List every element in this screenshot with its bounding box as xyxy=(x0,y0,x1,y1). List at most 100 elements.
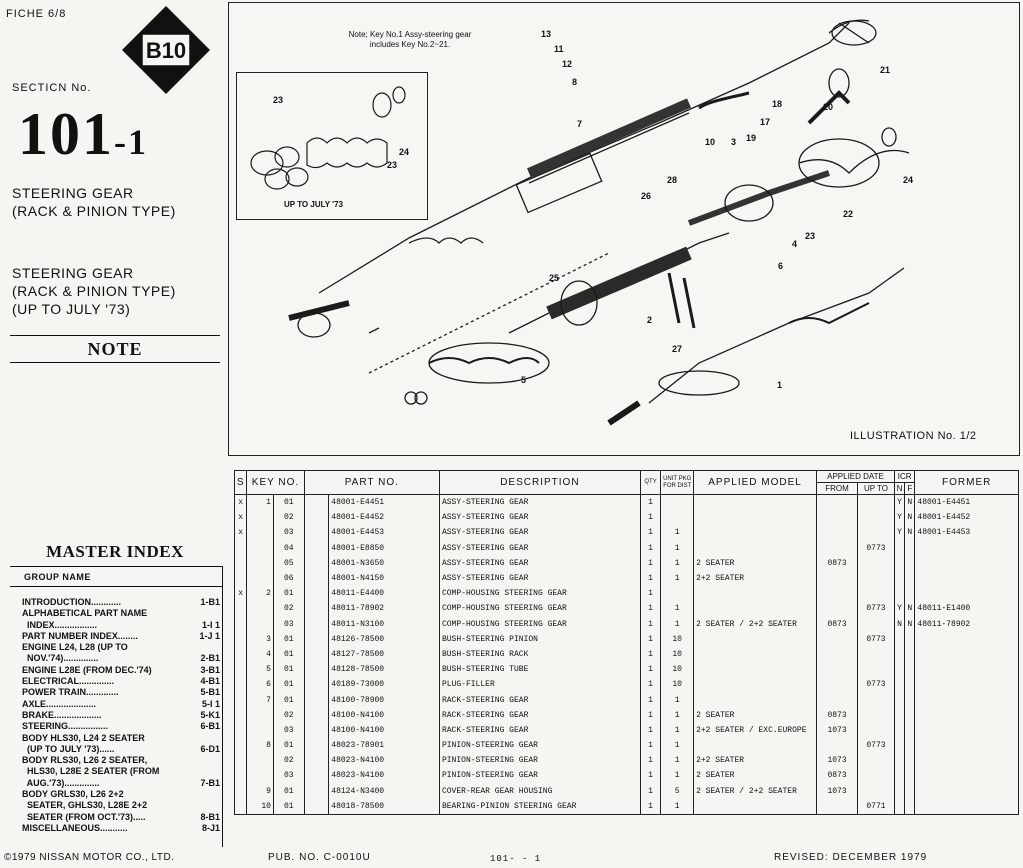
row-part-no: 48011-N3100 xyxy=(328,616,440,632)
row-key-sub: 01 xyxy=(272,798,305,815)
parts-table-subheader: FROM UP TO N F xyxy=(235,482,1019,495)
group-index-name: HLS30, L28E 2 SEATER (FROM xyxy=(22,766,160,777)
row-key-sub: 02 xyxy=(272,601,305,617)
group-index-item: ELECTRICAL..............4-B1 xyxy=(22,676,220,687)
callout-24: 24 xyxy=(903,175,913,185)
row-icr-n xyxy=(893,631,906,647)
row-s-mark xyxy=(233,707,248,723)
group-index-item: NOV.'74)..............2-B1 xyxy=(22,653,220,664)
group-index-name: BODY HLS30, L24 2 SEATER xyxy=(22,732,145,743)
row-key-no xyxy=(246,616,274,632)
row-description: RACK-STEERING GEAR xyxy=(438,707,641,723)
row-part-gap xyxy=(303,768,330,784)
row-unit-pkg: 5 xyxy=(660,783,695,799)
row-part-no: 48001-N4150 xyxy=(328,570,440,587)
group-index-page: 1-J 1 xyxy=(199,630,220,641)
col-icr-n: N xyxy=(893,482,906,495)
row-former xyxy=(914,586,1019,602)
row-description: COVER-REAR GEAR HOUSING xyxy=(438,783,641,799)
model-diamond-badge: B10 xyxy=(122,6,210,94)
row-unit-pkg: 1 xyxy=(660,692,695,708)
row-up-to: 0773 xyxy=(857,738,895,754)
group-index-page: 4-B1 xyxy=(200,676,220,687)
group-index-page: 2-B1 xyxy=(200,653,220,664)
row-from xyxy=(816,677,859,693)
row-unit-pkg: 1 xyxy=(660,540,695,556)
row-unit-pkg: 10 xyxy=(660,662,695,678)
callout-labels: 1 2 3 4 5 6 7 8 10 11 12 13 17 18 19 20 … xyxy=(521,29,913,390)
row-qty: 1 xyxy=(639,753,662,769)
row-qty: 1 xyxy=(639,692,662,708)
master-index-title: MASTER INDEX xyxy=(46,542,184,561)
row-applied-model xyxy=(693,540,818,556)
group-index-item: INTRODUCTION............1-B1 xyxy=(22,597,220,608)
row-part-no: 48001-E4452 xyxy=(328,510,440,526)
inset-boot-drawing: 23 23 24 xyxy=(250,86,409,190)
footer-pub-no: PUB. NO. C-0010U xyxy=(268,852,371,863)
row-unit-pkg: 1 xyxy=(660,555,695,571)
row-s-mark xyxy=(233,677,248,693)
row-icr-f xyxy=(904,555,916,571)
row-description: ASSY-STEERING GEAR xyxy=(438,510,641,526)
row-s-mark xyxy=(233,631,248,647)
row-from xyxy=(816,631,859,647)
row-key-no: 2 xyxy=(246,586,274,602)
steering-gear-exploded-drawing: 1 2 3 4 5 6 7 8 10 11 12 13 17 18 19 20 … xyxy=(288,19,913,426)
group-index-name: MISCELLANEOUS........... xyxy=(22,822,128,833)
group-index-name: ENGINE L24, L28 (UP TO xyxy=(22,642,128,653)
group-index-item: PART NUMBER INDEX........1-J 1 xyxy=(22,631,220,642)
row-applied-model xyxy=(693,586,818,602)
row-key-sub: 03 xyxy=(272,525,305,541)
row-description: ASSY-STEERING GEAR xyxy=(438,525,641,541)
row-part-gap xyxy=(303,586,330,602)
group-index-item: BRAKE...................5-K1 xyxy=(22,710,220,721)
illustration-note: Note; Key No.1 Assy-steering gear includ… xyxy=(330,30,490,50)
row-former: 48001-E4453 xyxy=(914,525,1019,541)
section-number: 101-1 xyxy=(18,100,148,169)
group-index-item: STEERING................6-B1 xyxy=(22,721,220,732)
group-index-item: (UP TO JULY '73)......6-D1 xyxy=(22,744,220,755)
row-icr-f: N xyxy=(904,510,916,526)
row-from xyxy=(816,494,859,511)
row-description: BEARING-PINION STEERING GEAR xyxy=(438,798,641,815)
group-index-page: 8-B1 xyxy=(200,811,220,822)
row-description: RACK-STEERING GEAR xyxy=(438,722,641,738)
row-from xyxy=(816,798,859,815)
row-up-to xyxy=(857,692,895,708)
row-applied-model: 2+2 SEATER xyxy=(693,753,818,769)
row-description: BUSH-STEERING PINION xyxy=(438,631,641,647)
row-former xyxy=(914,707,1019,723)
row-description: PINION-STEERING GEAR xyxy=(438,738,641,754)
group-index-name: (UP TO JULY '73)...... xyxy=(22,743,115,754)
row-part-gap xyxy=(303,692,330,708)
row-qty: 1 xyxy=(639,586,662,602)
row-key-sub: 04 xyxy=(272,540,305,556)
row-unit-pkg: 1 xyxy=(660,616,695,632)
group-index-name: AXLE.................... xyxy=(22,698,97,709)
row-qty: 1 xyxy=(639,677,662,693)
row-icr-n xyxy=(893,555,906,571)
row-icr-f xyxy=(904,692,916,708)
group-index-page: 5-B1 xyxy=(200,687,220,698)
row-s-mark xyxy=(233,738,248,754)
row-from xyxy=(816,662,859,678)
col-key-no: KEY NO. xyxy=(246,470,305,495)
row-key-no: 5 xyxy=(246,662,274,678)
callout-18: 18 xyxy=(772,99,782,109)
group-index-page: 1-B1 xyxy=(200,597,220,607)
row-s-mark xyxy=(233,768,248,784)
row-key-sub: 03 xyxy=(272,722,305,738)
callout-22: 22 xyxy=(843,209,853,219)
row-icr-f xyxy=(904,540,916,556)
row-applied-model xyxy=(693,662,818,678)
row-description: PINION-STEERING GEAR xyxy=(438,768,641,784)
row-key-no: 4 xyxy=(246,646,274,663)
row-up-to xyxy=(857,707,895,723)
row-qty: 1 xyxy=(639,616,662,632)
